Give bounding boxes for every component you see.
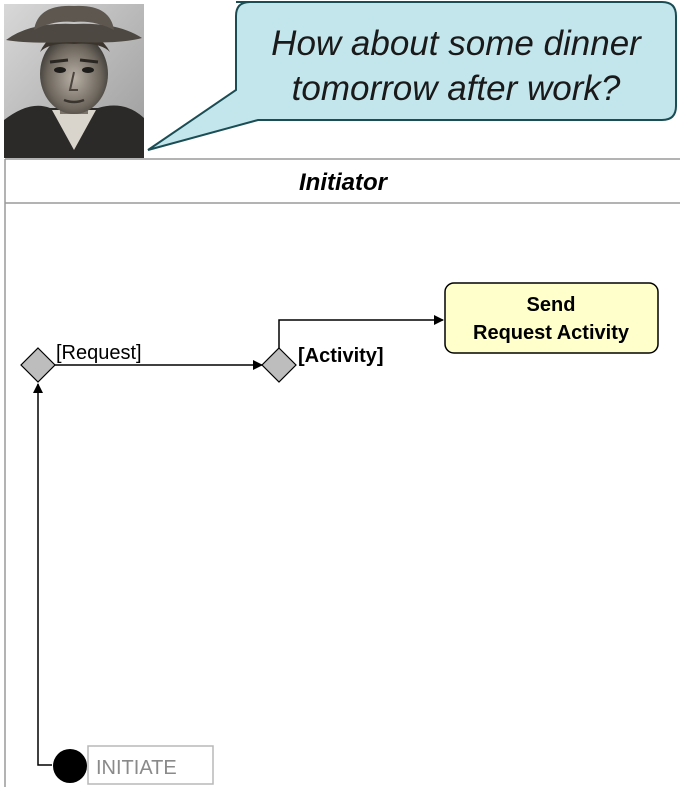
initial-state-dot (53, 749, 87, 783)
avatar (4, 4, 144, 158)
decision-node-activity: [Activity] (261, 345, 384, 383)
decision-node-request: [Request] (20, 342, 142, 383)
guard-label-request: [Request] (56, 342, 142, 364)
swimlane-initiator: Initiator (4, 158, 680, 787)
initial-state: INITIATE (53, 745, 214, 785)
activity-label-line-1: Send (527, 294, 576, 316)
speech-line-1: How about some dinner (271, 24, 642, 63)
initiate-label-box (87, 745, 214, 785)
guard-label-activity: [Activity] (298, 345, 384, 367)
speech-line-2: tomorrow after work? (292, 69, 621, 108)
activity-box[interactable] (444, 282, 659, 354)
edge-decision-to-send-activity (278, 315, 444, 348)
decision-diamond-activity (261, 347, 297, 383)
speech-bubble: How about some dinner tomorrow after wor… (147, 1, 677, 151)
edge-initiate-to-request (33, 383, 52, 766)
activity-send-request[interactable]: Send Request Activity (444, 282, 659, 354)
speech-bubble-shape (147, 1, 677, 151)
decision-diamond-request (20, 347, 56, 383)
initiate-label: INITIATE (96, 757, 177, 779)
person-photo-icon (4, 4, 144, 158)
activity-label-line-2: Request Activity (473, 322, 630, 344)
lane-title: Initiator (299, 169, 389, 196)
edges (33, 315, 444, 766)
